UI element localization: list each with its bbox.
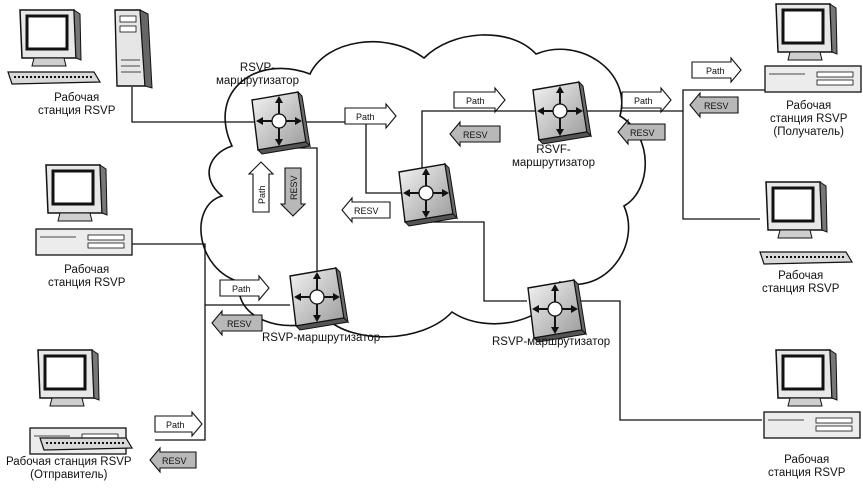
path-arrow-vertical-label: Path xyxy=(257,185,267,204)
router-center xyxy=(398,163,458,227)
resv-arrow-4-label: RESV xyxy=(354,206,379,216)
path-arrow-6-label: Path xyxy=(166,420,185,430)
resv-arrow-1-label: RESV xyxy=(463,130,488,140)
network-links xyxy=(131,87,765,441)
label-line: маршрутизатор xyxy=(216,75,299,87)
path-arrow-5-label: Path xyxy=(232,284,251,294)
label-line: RSVP-маршрутизатор xyxy=(262,332,381,344)
label-line: маршрутизатор xyxy=(512,157,595,169)
link-br-router-to-bottom-right-ws xyxy=(572,300,762,421)
resv-arrow-1: RESV xyxy=(449,120,501,148)
link-sender xyxy=(155,305,206,441)
router-bottom-left xyxy=(289,267,349,331)
workstation-top-left-label: Рабочая станция RSVP xyxy=(38,92,115,118)
label-line: RSVP-маршрутизатор xyxy=(492,336,611,348)
label-line: станция RSVP xyxy=(768,467,846,479)
tower-icon xyxy=(114,9,153,89)
link-center-to-br-router xyxy=(430,221,527,302)
path-arrow-5: Path xyxy=(219,274,270,302)
resv-arrow-vertical-label: RESV xyxy=(289,175,299,200)
resv-arrow-6-label: RESV xyxy=(162,456,187,466)
workstation-bottom-right-label: Рабочая станция RSVP xyxy=(768,454,845,480)
router-bottom-right xyxy=(527,279,587,343)
label-line: Рабочая станция RSVP xyxy=(6,456,132,468)
path-arrow-3-label: Path xyxy=(634,96,653,106)
path-arrow-1-label: Path xyxy=(356,112,375,122)
label-line: Рабочая xyxy=(778,270,824,282)
resv-arrow-3-label: RESV xyxy=(704,101,729,111)
link-tr-router-to-receivers xyxy=(578,110,760,220)
label-line: RSVF- xyxy=(536,144,571,156)
path-arrow-2-label: Path xyxy=(466,96,485,106)
router-bottom-left-label: RSVP-маршрутизатор xyxy=(262,332,380,345)
router-bottom-right-label: RSVP-маршрутизатор xyxy=(492,336,610,349)
label-line: (Отправитель) xyxy=(30,469,108,481)
workstation-receiver-label: Рабочая станция RSVP (Получатель) xyxy=(770,100,847,139)
label-line: станция RSVP xyxy=(770,113,848,125)
resv-arrow-2-label: RESV xyxy=(630,128,655,138)
router-top-left-label: RSVP- маршрутизатор xyxy=(216,62,299,88)
resv-arrow-2: RESV xyxy=(617,118,666,146)
path-arrow-1: Path xyxy=(344,102,397,130)
label-line: RSVP- xyxy=(239,62,276,74)
workstation-mid-left-label: Рабочая станция RSVP xyxy=(48,264,125,290)
link-tl-router-to-center xyxy=(299,121,402,194)
workstation-mid-right xyxy=(759,180,853,265)
label-line: Рабочая xyxy=(786,100,832,112)
message-arrows: Path Path Path Path Path Path Path RESV … xyxy=(149,56,742,474)
workstation-top-left xyxy=(7,8,153,89)
resv-arrow-vertical: RESV xyxy=(279,167,307,217)
path-arrow-4: Path xyxy=(691,56,742,84)
label-line: станция RSVP xyxy=(48,277,126,289)
label-line: (Получатель) xyxy=(773,126,844,138)
resv-arrow-4: RESV xyxy=(341,196,391,224)
router-top-right xyxy=(532,81,592,145)
workstation-sender xyxy=(29,348,133,455)
resv-arrow-5-label: RESV xyxy=(227,319,252,329)
workstation-mid-right-label: Рабочая станция RSVP xyxy=(762,270,839,296)
label-line: Рабочая xyxy=(64,264,110,276)
path-arrow-4-label: Path xyxy=(706,66,725,76)
workstation-sender-label: Рабочая станция RSVP (Отправитель) xyxy=(6,456,132,482)
link-top-left-ws xyxy=(131,87,272,123)
workstation-bottom-right xyxy=(763,348,861,439)
label-line: станция RSVP xyxy=(762,283,840,295)
router-top-left xyxy=(251,91,311,155)
link-center-to-tr-router xyxy=(421,110,535,170)
workstation-receiver xyxy=(764,2,862,93)
router-top-right-label: RSVF- маршрутизатор xyxy=(512,144,595,170)
path-arrow-vertical: Path xyxy=(247,161,275,213)
link-receiver-top xyxy=(682,89,765,111)
workstation-mid-left xyxy=(35,163,133,256)
resv-arrow-5: RESV xyxy=(211,309,263,337)
path-arrow-3: Path xyxy=(621,86,672,114)
resv-arrow-3: RESV xyxy=(689,91,739,119)
label-line: Рабочая xyxy=(54,92,100,104)
path-arrow-2: Path xyxy=(453,86,506,114)
resv-arrow-6: RESV xyxy=(149,446,197,474)
link-mid-left-ws xyxy=(132,243,290,306)
label-line: станция RSVP xyxy=(38,105,116,117)
label-line: Рабочая xyxy=(784,454,830,466)
path-arrow-6: Path xyxy=(154,410,203,438)
